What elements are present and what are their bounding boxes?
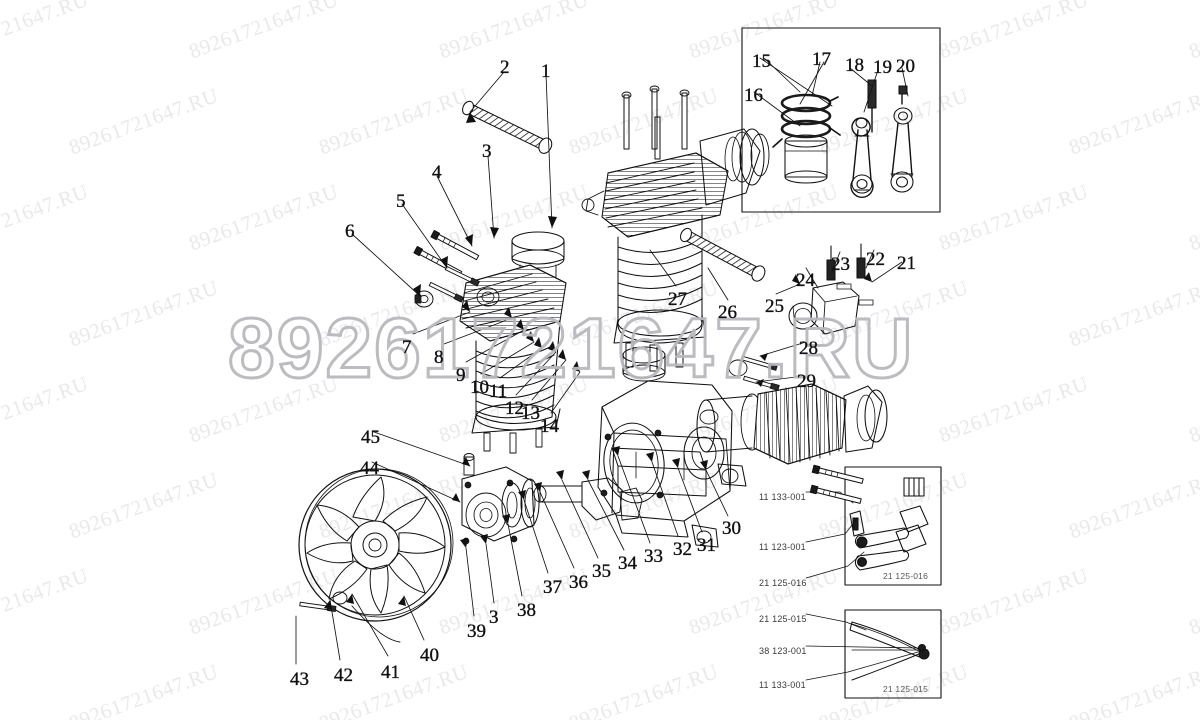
callout-number: 27	[668, 289, 687, 310]
callout-number: 15	[752, 51, 771, 72]
callout-number: 44	[360, 458, 379, 479]
callout-number: 18	[845, 55, 864, 76]
part-code-label: 21 125-015	[759, 614, 807, 624]
callout-number: 28	[799, 338, 818, 359]
callout-number: 32	[673, 539, 692, 560]
callout-number: 6	[345, 221, 355, 242]
callout-number: 43	[290, 669, 309, 690]
callout-number: 22	[866, 249, 885, 270]
callout-number: 24	[796, 270, 815, 291]
callout-number: 30	[722, 518, 741, 539]
part-code-label: 11 133-001	[759, 680, 806, 690]
callout-number: 21	[897, 253, 916, 274]
callout-number: 36	[569, 572, 588, 593]
callout-number: 9	[456, 365, 466, 386]
callout-number: 39	[467, 621, 486, 642]
callout-number: 13	[521, 403, 540, 424]
callout-number: 10	[470, 377, 489, 398]
callout-number: 35	[592, 561, 611, 582]
callout-number: 34	[618, 553, 637, 574]
part-code-label: 11 123-001	[759, 542, 806, 552]
callout-number: 3	[489, 607, 499, 628]
callout-number: 42	[334, 665, 353, 686]
callout-number: 33	[644, 546, 663, 567]
callout-number: 23	[831, 254, 850, 275]
callout-number: 7	[402, 337, 412, 358]
callout-number: 19	[873, 57, 892, 78]
part-code-label: 11 133-001	[759, 492, 806, 502]
callout-number: 41	[381, 662, 400, 683]
inset-code-label: 21 125-016	[883, 571, 929, 581]
callout-number: 26	[718, 302, 737, 323]
part-code-label: 38 123-001	[759, 646, 807, 656]
callout-number: 29	[797, 371, 816, 392]
callout-number: 11	[489, 381, 508, 402]
callout-number: 4	[432, 162, 442, 183]
part-code-label: 21 125-016	[759, 578, 807, 588]
callout-number: 37	[543, 577, 562, 598]
callout-number: 31	[697, 535, 716, 556]
callout-number: 40	[420, 645, 439, 666]
callout-number: 16	[744, 85, 763, 106]
callout-number: 12	[505, 398, 524, 419]
inset-code-label: 21 125-015	[883, 684, 929, 694]
callout-number: 1	[541, 61, 551, 82]
callout-number: 38	[517, 600, 536, 621]
callout-number: 14	[540, 416, 559, 437]
callout-number: 45	[361, 427, 380, 448]
callout-number: 20	[896, 56, 915, 77]
callout-number: 3	[482, 141, 492, 162]
callout-number: 8	[434, 347, 444, 368]
callout-number: 2	[500, 57, 510, 78]
callout-number: 5	[396, 191, 406, 212]
callout-number: 17	[812, 49, 831, 70]
callout-number: 25	[765, 296, 784, 317]
